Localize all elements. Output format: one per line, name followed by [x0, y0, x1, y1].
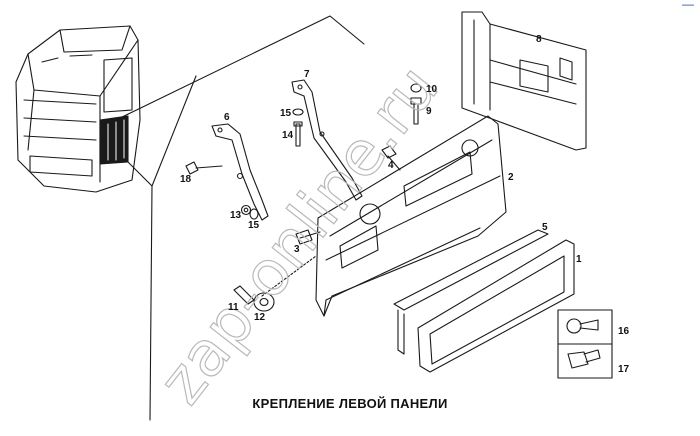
callout-3: 3 [294, 244, 300, 255]
callout-5: 5 [542, 222, 548, 233]
corner-mark: — [682, 0, 694, 11]
part-17-inset [557, 343, 613, 379]
callout-12: 12 [254, 312, 266, 323]
callout-15-lower: 15 [248, 220, 260, 231]
callout-17: 17 [618, 364, 630, 375]
callout-11: 11 [228, 302, 239, 313]
callout-2: 2 [508, 172, 514, 183]
part-14-screw [293, 121, 303, 147]
callout-18: 18 [180, 174, 192, 185]
part-2-side-panel [315, 115, 507, 317]
part-15-washer-lower [249, 208, 259, 220]
part-1-trim-panel [417, 239, 575, 373]
truck-cab-thumbnail [15, 25, 141, 193]
part-9-bolt [410, 97, 422, 125]
part-13-nut [240, 204, 252, 216]
callout-14: 14 [282, 130, 294, 141]
diagram-caption: КРЕПЛЕНИЕ ЛЕВОЙ ПАНЕЛИ [252, 396, 448, 411]
part-4-bolt [381, 145, 401, 171]
leader-line-upper [119, 15, 365, 119]
clip-leader [261, 255, 317, 297]
callout-15-upper: 15 [280, 108, 292, 119]
part-8-rear-bracket [461, 11, 587, 151]
callout-9: 9 [426, 106, 432, 117]
watermark: zap-online.ru [144, 52, 452, 418]
callout-13: 13 [230, 210, 242, 221]
leader-line-bottom [149, 185, 153, 421]
part-15-washer-upper [292, 108, 304, 116]
part-6-bracket [211, 123, 269, 221]
callout-1: 1 [576, 254, 582, 265]
callout-labels: 1 2 3 4 5 6 7 8 9 10 11 12 13 14 15 15 1… [180, 34, 630, 375]
callout-6: 6 [224, 112, 230, 123]
callout-16: 16 [618, 326, 630, 337]
part-18-bolt [185, 161, 223, 175]
part-10-washer [410, 83, 422, 93]
callout-10: 10 [426, 84, 438, 95]
part-12-disc [253, 292, 275, 312]
callout-8: 8 [536, 34, 542, 45]
part-5-seal-strip [393, 229, 549, 355]
part-7-long-bracket [291, 79, 363, 201]
callout-4: 4 [388, 160, 394, 171]
part-3-clip [295, 229, 321, 245]
callout-7: 7 [304, 69, 310, 80]
part-16-inset [557, 309, 613, 345]
